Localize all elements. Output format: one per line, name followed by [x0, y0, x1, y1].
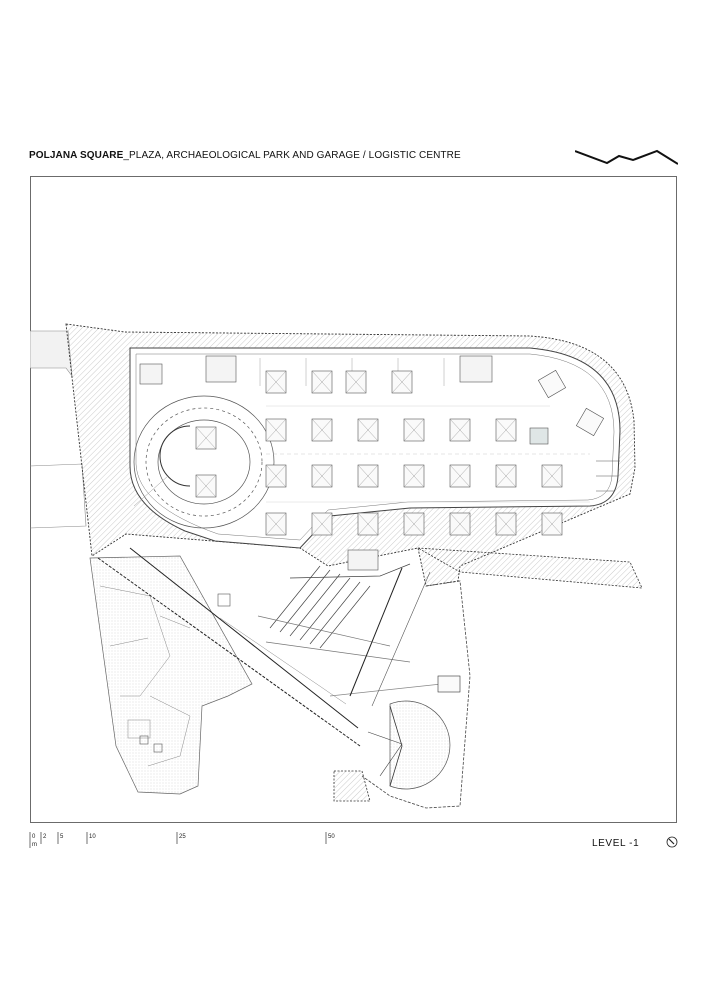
column-diagonal — [265, 464, 287, 488]
column-diagonal — [357, 464, 379, 488]
east-connector — [437, 675, 461, 693]
level-label: LEVEL -1 — [592, 838, 640, 849]
street-sidewalk — [30, 330, 73, 378]
column-diagonal — [495, 512, 517, 536]
curved-end-columns — [529, 369, 620, 492]
column-diagonal — [311, 464, 333, 488]
circular-court — [367, 700, 451, 790]
scale-label-10: 10 — [89, 834, 96, 840]
column-diagonal — [265, 512, 287, 536]
scale-label-0: 0 — [32, 834, 36, 840]
north-arrow-icon — [666, 836, 678, 848]
column-diagonal — [403, 464, 425, 488]
central-stair-bundle — [257, 563, 461, 697]
title-rest: _PLAZA, ARCHAEOLOGICAL PARK AND GARAGE /… — [123, 150, 461, 161]
structural-columns — [195, 370, 563, 536]
title-bold: POLJANA SQUARE — [29, 150, 124, 161]
column-diagonal — [345, 370, 367, 394]
column-diagonal — [449, 464, 471, 488]
column-diagonal — [403, 418, 425, 442]
scale-label-50: 50 — [328, 834, 335, 840]
column-diagonal — [391, 370, 413, 394]
scale-bar — [29, 832, 327, 848]
markers — [139, 593, 231, 753]
column-diagonal — [265, 418, 287, 442]
scale-label-2: 2 — [43, 834, 47, 840]
column-diagonal — [449, 418, 471, 442]
scale-label-5: 5 — [60, 834, 64, 840]
archaeological-wing — [89, 555, 253, 795]
drawing-title: POLJANA SQUARE_PLAZA, ARCHAEOLOGICAL PAR… — [29, 150, 461, 161]
column-diagonal — [311, 370, 333, 394]
column-diagonal — [495, 464, 517, 488]
access-ramp-strip — [417, 547, 643, 589]
column-diagonal — [541, 512, 563, 536]
column-diagonal — [449, 512, 471, 536]
street-edge — [30, 463, 87, 529]
archaeological-rooms — [99, 585, 191, 767]
east-zone — [361, 580, 471, 809]
diagonal-ramp — [97, 547, 361, 747]
diagonal-wall-2 — [371, 571, 431, 707]
column-diagonal — [357, 512, 379, 536]
column-diagonal — [403, 512, 425, 536]
column-diagonal — [195, 426, 217, 450]
column-diagonal — [357, 418, 379, 442]
drawing-frame — [30, 176, 677, 823]
roof-profile-logo — [575, 149, 678, 165]
scale-label-25: 25 — [179, 834, 186, 840]
south-entrance — [333, 770, 371, 802]
column-diagonal — [495, 418, 517, 442]
column-diagonal — [311, 418, 333, 442]
column-diagonal — [541, 464, 563, 488]
floor-plan — [30, 323, 643, 809]
garage-slab — [129, 347, 621, 549]
column-diagonal — [311, 512, 333, 536]
column-diagonal — [195, 474, 217, 498]
scale-label-unit: m — [32, 842, 37, 848]
helical-ramp — [133, 395, 275, 529]
diagonal-wall — [349, 567, 403, 697]
garage-inner-wall — [135, 353, 615, 541]
stair-cores — [139, 355, 493, 571]
column-diagonal — [265, 370, 287, 394]
